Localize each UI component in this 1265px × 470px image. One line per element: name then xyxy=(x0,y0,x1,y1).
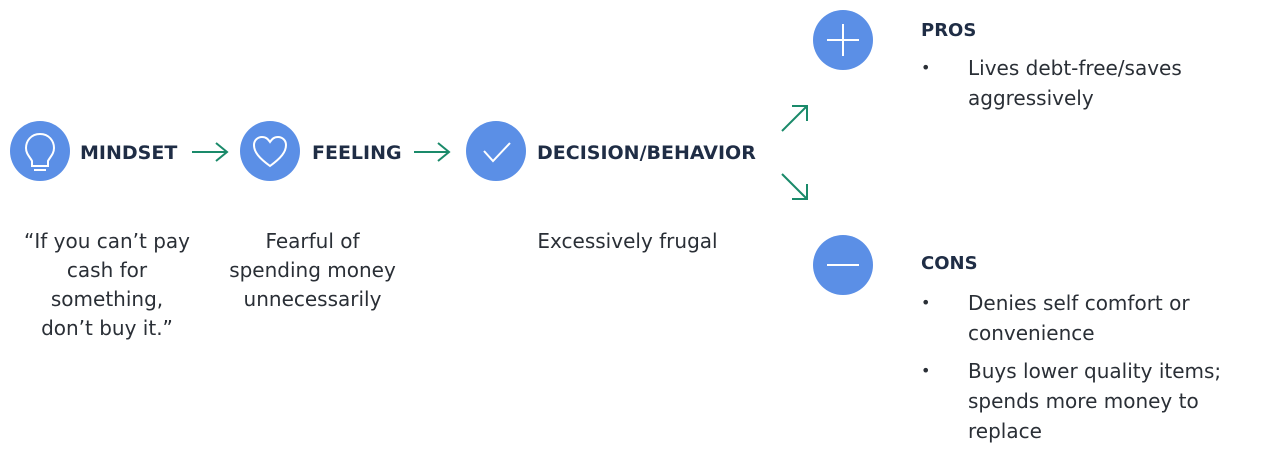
pros-list: • Lives debt-free/saves aggressively xyxy=(921,53,1251,113)
pros-heading: PROS xyxy=(921,20,977,41)
pros-icon-circle xyxy=(813,10,873,70)
mindset-icon-circle xyxy=(10,121,70,181)
mindset-label: MINDSET xyxy=(80,142,178,164)
list-item: • Denies self comfort or convenience xyxy=(921,288,1251,348)
plus-icon xyxy=(827,24,859,56)
decision-label: DECISION/BEHAVIOR xyxy=(537,142,756,164)
bullet-icon: • xyxy=(921,58,931,77)
cons-list: • Denies self comfort or convenience • B… xyxy=(921,288,1251,446)
checkmark-icon xyxy=(483,142,511,163)
minus-icon xyxy=(827,264,859,266)
bullet-icon: • xyxy=(921,293,931,312)
feeling-label: FEELING xyxy=(312,142,402,164)
feeling-icon-circle xyxy=(240,121,300,181)
feeling-description: Fearful of spending money unnecessarily xyxy=(229,229,396,311)
cons-heading: CONS xyxy=(921,253,978,274)
arrow-down-right-icon xyxy=(781,173,808,200)
bullet-icon: • xyxy=(921,361,931,380)
decision-description: Excessively frugal xyxy=(537,229,718,253)
lightbulb-icon xyxy=(24,132,56,171)
arrow-right-icon xyxy=(192,142,229,162)
cons-icon-circle xyxy=(813,235,873,295)
arrow-up-right-icon xyxy=(781,105,808,132)
cons-item-text: Buys lower quality items; spends more mo… xyxy=(968,359,1222,443)
mindset-description: “If you can’t pay cash for something, do… xyxy=(23,229,191,340)
list-item: • Lives debt-free/saves aggressively xyxy=(921,53,1251,113)
cons-item-text: Denies self comfort or convenience xyxy=(968,291,1190,345)
decision-icon-circle xyxy=(466,121,526,181)
pros-item-text: Lives debt-free/saves aggressively xyxy=(968,56,1182,110)
list-item: • Buys lower quality items; spends more … xyxy=(921,356,1251,446)
arrow-right-icon xyxy=(414,142,451,162)
heart-icon xyxy=(252,135,288,168)
